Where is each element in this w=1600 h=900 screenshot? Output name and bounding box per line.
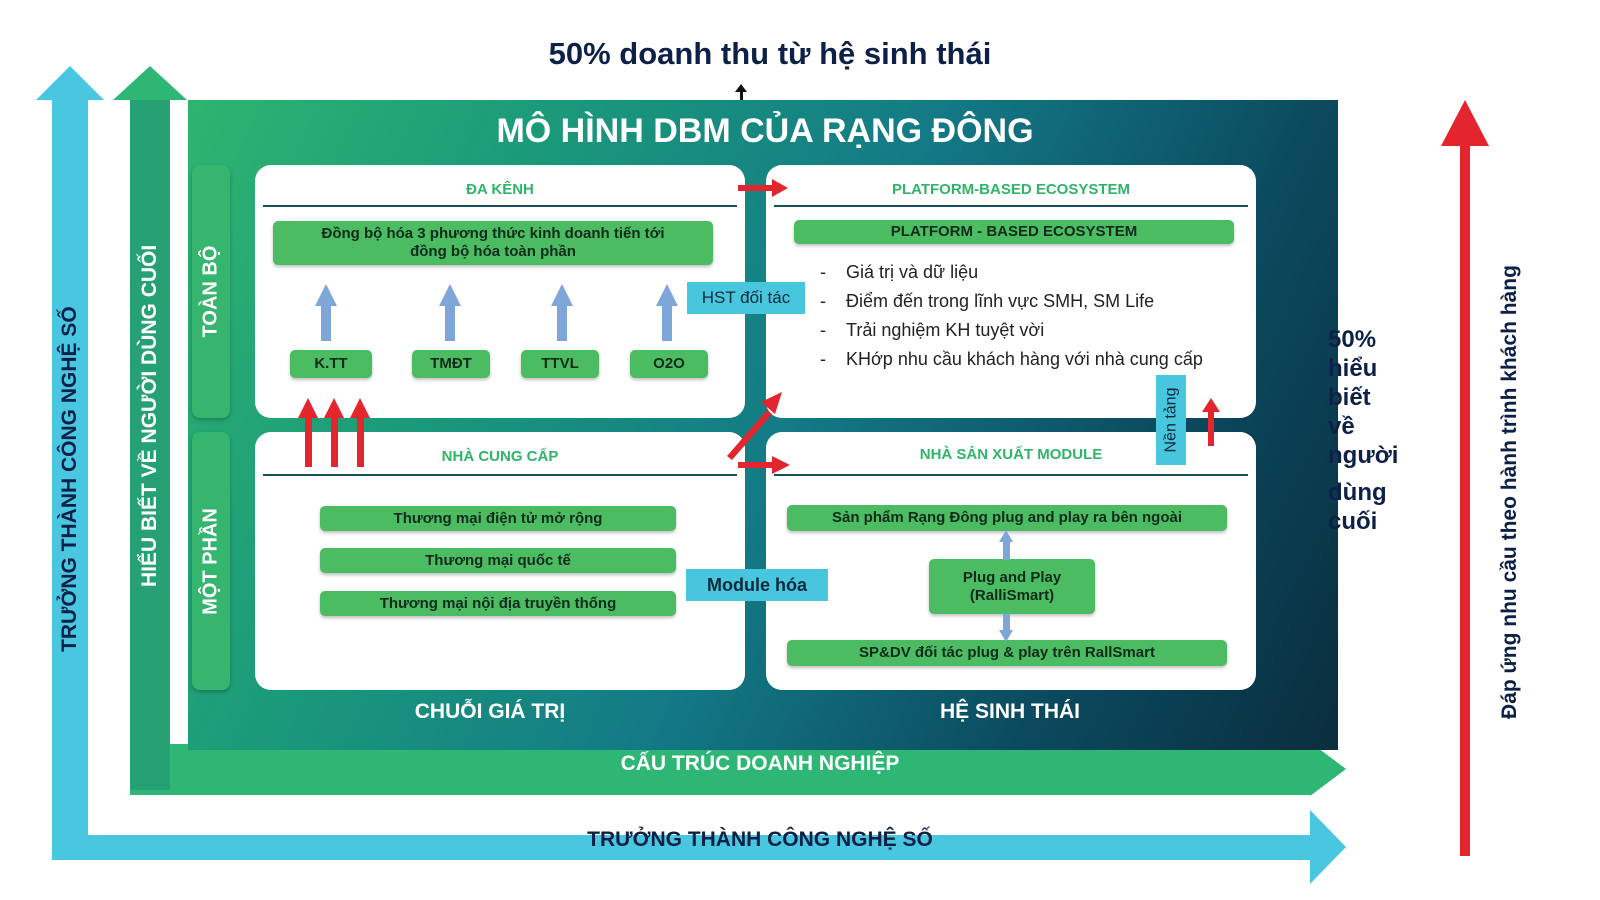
red-right-arrow xyxy=(738,456,790,474)
module-export-pill: Sản phẩm Rạng Đông plug and play ra bên … xyxy=(787,505,1227,531)
double-arrow-down xyxy=(999,614,1013,642)
partner-plug-pill: SP&DV đối tác plug & play trên RallSmart xyxy=(787,640,1227,666)
blue-up-arrow xyxy=(315,284,337,341)
red-diagonal-arrow xyxy=(727,392,782,460)
red-right-arrows xyxy=(738,179,790,474)
modularization-tag: Module hóa xyxy=(686,569,828,601)
module-maker-header: NHÀ SẢN XUẤT MODULE xyxy=(919,446,1103,463)
platform-header: PLATFORM-BASED ECOSYSTEM xyxy=(891,181,1131,198)
value-chain-label: CHUỖI GIÁ TRỊ xyxy=(414,700,566,723)
module-maker-divider xyxy=(774,474,1248,476)
supplier-item: Thương mại điện tử mở rộng xyxy=(320,506,676,531)
plug-and-play-line: (RalliSmart) xyxy=(969,586,1055,604)
outer-axis-digital-maturity xyxy=(36,66,1346,884)
blue-up-arrows xyxy=(315,284,678,341)
omnichannel-header: ĐA KÊNH xyxy=(466,181,534,198)
inner-bottom-axis-label: CẤU TRÚC DOANH NGHIỆP xyxy=(620,752,900,775)
ecosystem-label: HỆ SINH THÁI xyxy=(939,700,1080,723)
blue-up-arrow xyxy=(551,284,573,341)
row-tab-all xyxy=(192,165,230,418)
inner-axis-shade xyxy=(130,100,170,790)
platform-bullet-list: -Giá trị và dữ liệu -Điểm đến trong lĩnh… xyxy=(820,262,1203,378)
inner-axis-up-arrowhead xyxy=(113,66,187,100)
main-title: MÔ HÌNH DBM CỦA RẠNG ĐÔNG xyxy=(496,112,1034,150)
partner-ecosystem-tag: HST đối tác xyxy=(687,282,805,314)
omnichannel-divider xyxy=(263,205,737,207)
inner-axis-end-user-insight xyxy=(113,66,1346,796)
platform-bullet: -KHớp nhu cầu khách hàng với nhà cung cấ… xyxy=(820,349,1203,369)
note-line: người xyxy=(1328,442,1399,469)
red-small-up-arrow xyxy=(1202,398,1220,446)
red-up-arrow xyxy=(324,398,344,467)
end-user-insight-note: 50% hiểu biết về người dùng cuối xyxy=(1328,325,1398,536)
outer-axis-right-arrowhead xyxy=(1310,810,1346,884)
red-right-arrow xyxy=(738,179,788,197)
note-line: biết xyxy=(1328,384,1371,411)
outer-axis-up-arrowhead xyxy=(36,66,104,100)
module-double-arrows xyxy=(999,530,1013,642)
outer-bottom-axis-label: TRƯỞNG THÀNH CÔNG NGHỆ SỐ xyxy=(587,828,933,851)
note-line: 50% xyxy=(1328,326,1377,353)
blue-up-arrow xyxy=(656,284,678,341)
top-small-arrow xyxy=(735,84,747,102)
red-up-arrows xyxy=(298,398,370,467)
omnichannel-banner: Đồng bộ hóa 3 phương thức kinh doanh tiế… xyxy=(273,221,713,265)
platform-banner: PLATFORM - BASED ECOSYSTEM xyxy=(794,220,1234,244)
platform-bullet: -Giá trị và dữ liệu xyxy=(820,262,979,282)
red-up-arrow xyxy=(350,398,370,467)
note-line: cuối xyxy=(1328,508,1378,535)
double-arrow-up xyxy=(999,530,1013,560)
channel-o2o: O2O xyxy=(630,350,708,378)
platform-tag: Nền tảng xyxy=(1156,375,1186,465)
channel-ttvl: TTVL xyxy=(521,350,599,378)
note-line: về xyxy=(1328,413,1355,440)
channel-ktt: K.TT xyxy=(290,350,372,378)
note-line: hiểu xyxy=(1328,355,1378,382)
row-tab-partial xyxy=(192,432,230,690)
platform-bullet: -Trải nghiệm KH tuyệt vời xyxy=(820,320,1045,340)
platform-divider xyxy=(774,205,1248,207)
plug-and-play-pill: Plug and Play (RalliSmart) xyxy=(929,559,1095,614)
right-axis-journey-arrow xyxy=(1441,100,1489,856)
inner-axis-right-arrowhead xyxy=(1310,742,1346,796)
right-axis-arrowhead xyxy=(1441,100,1489,146)
supplier-item: Thương mại quốc tế xyxy=(320,548,676,573)
blue-up-arrow xyxy=(439,284,461,341)
supplier-divider xyxy=(263,474,737,476)
note-line: dùng xyxy=(1328,479,1387,506)
ecosystem-revenue-title: 50% doanh thu từ hệ sinh thái xyxy=(548,36,992,71)
channel-tmdt: TMĐT xyxy=(412,350,490,378)
plug-and-play-line: Plug and Play xyxy=(962,568,1062,586)
red-up-arrow xyxy=(298,398,318,467)
supplier-item: Thương mại nội địa truyền thống xyxy=(320,591,676,616)
platform-bullet: -Điểm đến trong lĩnh vực SMH, SM Life xyxy=(820,291,1155,311)
supplier-header: NHÀ CUNG CẤP xyxy=(441,448,559,465)
